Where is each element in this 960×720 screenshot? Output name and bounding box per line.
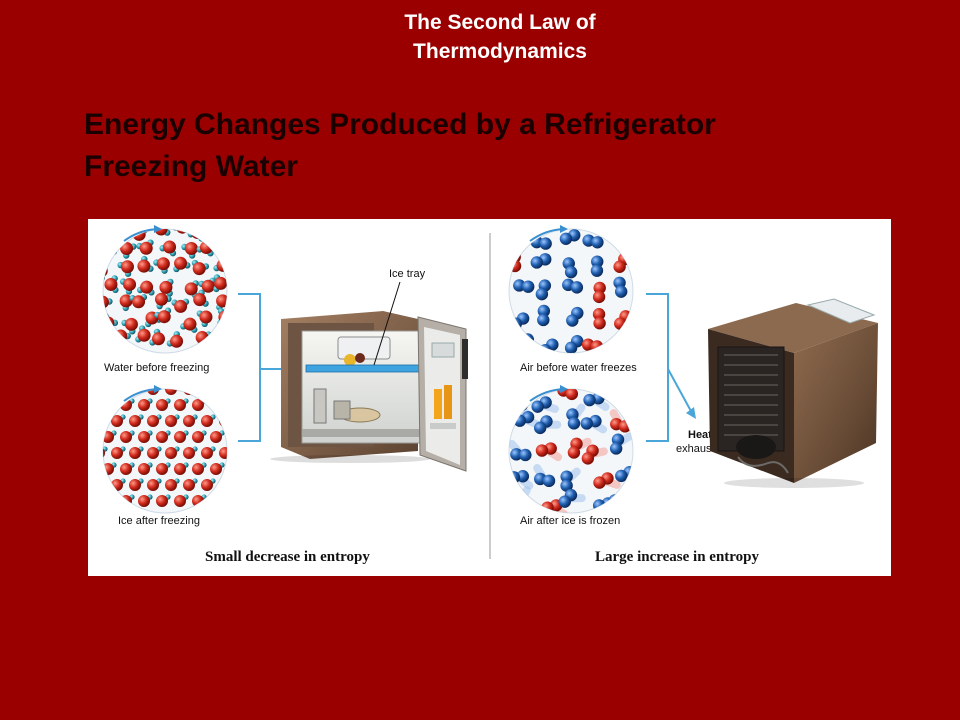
air-after-ice-frozen-label: Air after ice is frozen [520, 515, 620, 527]
left-panel-caption: Small decrease in entropy [205, 549, 370, 565]
air-after-ice-frozen-circle [508, 385, 634, 514]
slide-title-line1: Energy Changes Produced by a Refrigerato… [84, 108, 716, 141]
water-before-freezing-label: Water before freezing [104, 362, 209, 374]
right-bracket-arrow [646, 293, 693, 442]
header-title-line2: Thermodynamics [413, 40, 587, 63]
ice-after-freezing-circle [102, 385, 228, 514]
refrigerator-figure: Water before freezing Ice after freezing [88, 219, 891, 576]
ice-after-freezing-label: Ice after freezing [118, 515, 200, 527]
large-refrigerator-back-view [708, 298, 878, 488]
heat-label: Heat [688, 429, 712, 441]
figure-canvas: Water before freezing Ice after freezing [102, 225, 878, 565]
water-before-freezing-circle [102, 225, 228, 354]
right-panel-caption: Large increase in entropy [595, 549, 760, 565]
air-before-water-freezes-label: Air before water freezes [520, 362, 637, 374]
header-title-line1: The Second Law of [404, 11, 596, 34]
exhaust-label: exhaust [676, 443, 715, 455]
ice-tray-pointer-line [373, 281, 401, 366]
ice-tray-label: Ice tray [389, 268, 426, 280]
slide-title: Energy Changes Produced by a Refrigerato… [84, 104, 944, 188]
slide-header: The Second Law of Thermodynamics [300, 8, 700, 66]
air-before-water-freezes-circle [508, 225, 634, 354]
small-refrigerator-open [270, 311, 468, 472]
slide-title-line2: Freezing Water [84, 150, 298, 183]
